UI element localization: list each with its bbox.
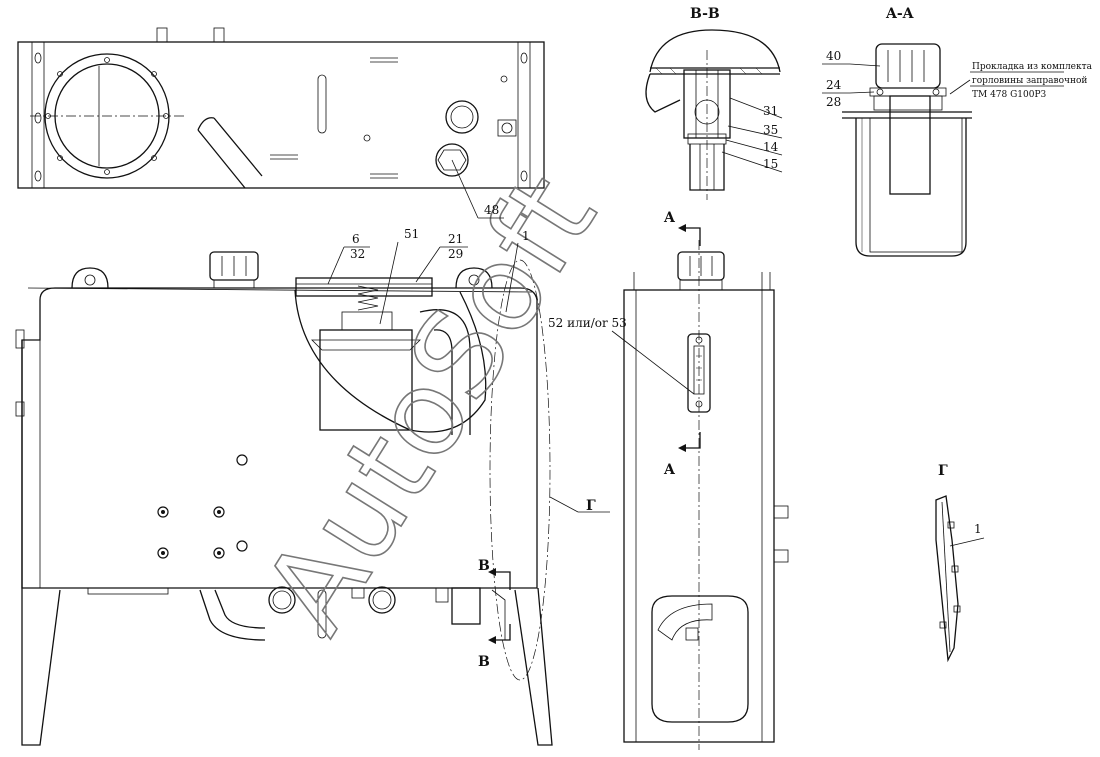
leader-lines bbox=[327, 63, 1064, 644]
watermark: AutoSoft bbox=[236, 151, 623, 656]
callout-32: 32 bbox=[350, 247, 365, 261]
cut-mark-g-leader: Г bbox=[586, 498, 596, 514]
cut-mark-b-bottom: B bbox=[478, 654, 490, 670]
section-title-g: Г bbox=[938, 463, 948, 479]
section-title-aa: A-A bbox=[885, 6, 915, 22]
detail-g-view bbox=[935, 495, 961, 663]
callout-15: 15 bbox=[763, 157, 778, 171]
gasket-note-line1: Прокладка из комплекта bbox=[972, 62, 1093, 72]
callout-29: 29 bbox=[448, 247, 463, 261]
gasket-note-line2: горловины заправочной bbox=[972, 76, 1087, 86]
section-bb-view bbox=[645, 29, 781, 200]
section-aa-view bbox=[842, 43, 972, 257]
cut-mark-b-top: B bbox=[478, 558, 490, 574]
callout-1-main: 1 bbox=[522, 229, 530, 243]
callout-21: 21 bbox=[448, 232, 463, 246]
callout-31: 31 bbox=[763, 104, 778, 118]
callout-24: 24 bbox=[826, 78, 842, 92]
callout-1-detail: 1 bbox=[974, 522, 982, 536]
callout-28: 28 bbox=[826, 95, 841, 109]
front-view bbox=[15, 251, 553, 746]
side-view bbox=[623, 224, 789, 750]
callout-40: 40 bbox=[826, 49, 841, 63]
callout-52: 52 или/or 53 bbox=[548, 316, 627, 330]
section-title-bb: B-B bbox=[690, 6, 720, 22]
cut-mark-a-top: A bbox=[663, 210, 676, 226]
callout-6: 6 bbox=[352, 232, 360, 246]
gasket-note-line3: ТМ 478 G100P3 bbox=[972, 90, 1047, 100]
callout-51: 51 bbox=[404, 227, 419, 241]
cut-mark-a-bottom: A bbox=[663, 462, 676, 478]
callout-35: 35 bbox=[763, 123, 778, 137]
callout-14: 14 bbox=[763, 140, 779, 154]
watermark-text: AutoSoft bbox=[237, 152, 623, 655]
callout-48: 48 bbox=[484, 203, 499, 217]
top-view bbox=[17, 27, 545, 189]
